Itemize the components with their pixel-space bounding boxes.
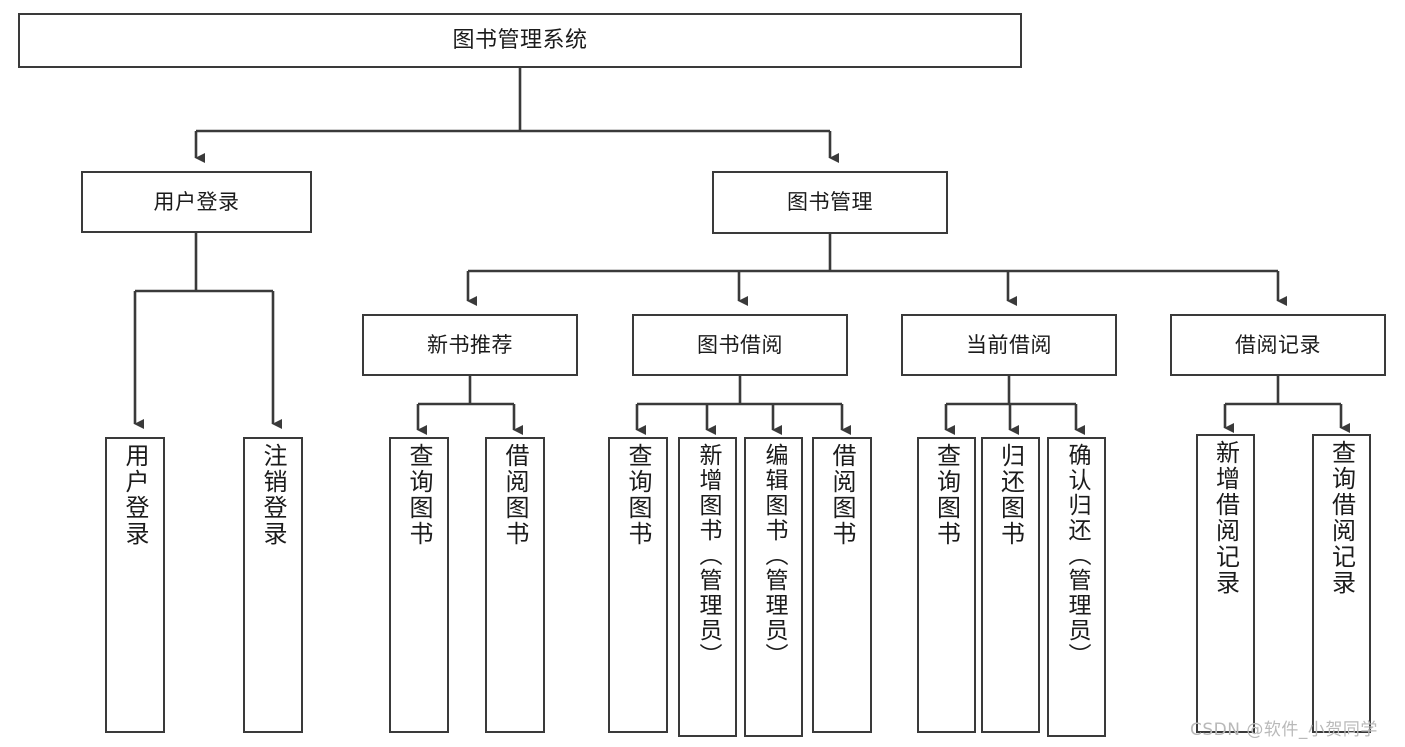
leaf-edit-book-admin[interactable]: 编辑图书（管理员） bbox=[744, 437, 803, 737]
node-label: 查询图书 bbox=[624, 443, 652, 547]
leaf-query-book-borrow[interactable]: 查询图书 bbox=[608, 437, 668, 733]
node-label: 图书管理 bbox=[787, 190, 873, 215]
leaf-borrow-book-recommend[interactable]: 借阅图书 bbox=[485, 437, 545, 733]
node-label: 查询借阅记录 bbox=[1327, 440, 1356, 596]
csdn-watermark: CSDN @软件_小贺同学 bbox=[1190, 720, 1378, 740]
leaf-return-book[interactable]: 归还图书 bbox=[981, 437, 1040, 733]
node-book-borrow[interactable]: 图书借阅 bbox=[632, 314, 848, 376]
node-label: 图书借阅 bbox=[697, 332, 783, 357]
node-label: 借阅图书 bbox=[501, 443, 529, 547]
leaf-user-login[interactable]: 用户登录 bbox=[105, 437, 165, 733]
node-new-book-recommend[interactable]: 新书推荐 bbox=[362, 314, 578, 376]
leaf-add-book-admin[interactable]: 新增图书（管理员） bbox=[678, 437, 737, 737]
node-label: 新增图书（管理员） bbox=[695, 443, 721, 668]
leaf-user-logout[interactable]: 注销登录 bbox=[243, 437, 303, 733]
leaf-query-book-recommend[interactable]: 查询图书 bbox=[389, 437, 449, 733]
node-label: 借阅图书 bbox=[828, 443, 856, 547]
leaf-confirm-return-admin[interactable]: 确认归还（管理员） bbox=[1047, 437, 1106, 737]
node-label: 用户登录 bbox=[153, 189, 240, 214]
node-borrow-records[interactable]: 借阅记录 bbox=[1170, 314, 1386, 376]
node-label: 图书管理系统 bbox=[452, 27, 588, 53]
node-label: 确认归还（管理员） bbox=[1064, 443, 1090, 668]
node-label: 新书推荐 bbox=[427, 332, 513, 357]
node-label: 编辑图书（管理员） bbox=[761, 443, 787, 668]
node-book-management[interactable]: 图书管理 bbox=[712, 171, 948, 234]
node-label: 查询图书 bbox=[405, 443, 433, 547]
leaf-borrow-book[interactable]: 借阅图书 bbox=[812, 437, 872, 733]
node-label: 新增借阅记录 bbox=[1211, 440, 1240, 596]
node-label: 用户登录 bbox=[121, 443, 149, 547]
leaf-query-borrow-record[interactable]: 查询借阅记录 bbox=[1312, 434, 1371, 733]
node-label: 当前借阅 bbox=[966, 332, 1052, 357]
node-user-login[interactable]: 用户登录 bbox=[81, 171, 312, 233]
node-label: 借阅记录 bbox=[1235, 332, 1321, 357]
node-current-borrow[interactable]: 当前借阅 bbox=[901, 314, 1117, 376]
leaf-add-borrow-record[interactable]: 新增借阅记录 bbox=[1196, 434, 1255, 733]
node-root-system[interactable]: 图书管理系统 bbox=[18, 13, 1022, 68]
node-label: 查询图书 bbox=[932, 443, 961, 547]
node-label: 归还图书 bbox=[996, 443, 1025, 547]
node-label: 注销登录 bbox=[259, 443, 287, 547]
leaf-query-book-current[interactable]: 查询图书 bbox=[917, 437, 976, 733]
